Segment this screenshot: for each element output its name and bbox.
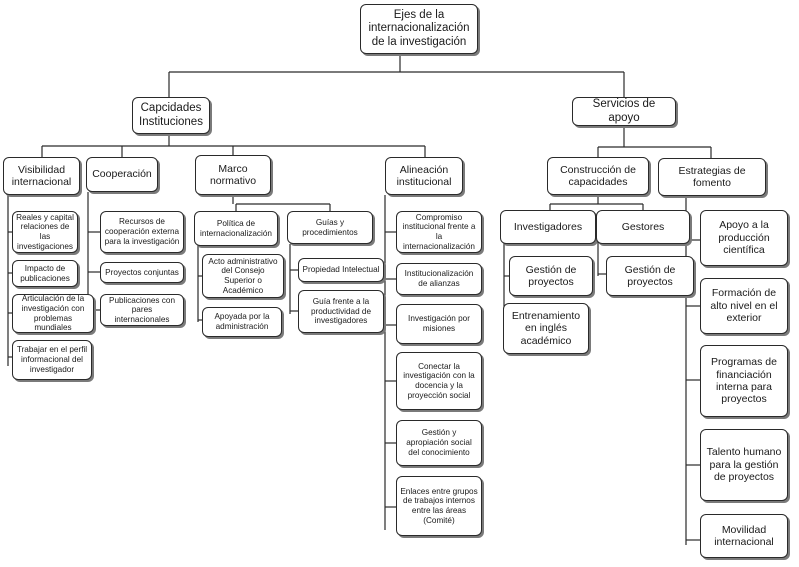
alineacion-item: Gestión y apropiación social del conocim… xyxy=(396,420,482,466)
cooperacion-item: Recursos de cooperación externa para la … xyxy=(100,211,184,253)
servicios-node: Servicios de apoyo xyxy=(572,97,676,126)
cooperacion-item: Proyectos conjuntas xyxy=(100,262,184,283)
guias-node: Guías y procedimientos xyxy=(287,211,373,244)
investigadores-node: Investigadores xyxy=(500,210,596,244)
investigadores-item: Entrenamiento en inglés académico xyxy=(503,303,589,354)
visibilidad-node: Visibilidad internacional xyxy=(3,157,80,195)
guias-item: Propiedad Intelectual xyxy=(298,258,384,282)
alineacion-item: Conectar la investigación con la docenci… xyxy=(396,352,482,410)
alineacion-node: Alineación institucional xyxy=(385,157,463,195)
cooperacion-node: Cooperación xyxy=(86,157,158,192)
investigadores-item: Gestión de proyectos xyxy=(509,256,593,296)
estrategias-item: Formación de alto nivel en el exterior xyxy=(700,278,788,334)
construccion-node: Construcción de capacidades xyxy=(547,157,649,195)
visibilidad-item: Impacto de publicaciones xyxy=(12,260,78,287)
estrategias-item: Apoyo a la producción científica xyxy=(700,210,788,266)
visibilidad-item: Trabajar en el perfil informacional del … xyxy=(12,340,92,380)
estrategias-node: Estrategias de fomento xyxy=(658,158,766,196)
cooperacion-item: Publicaciones con pares internacionales xyxy=(100,294,184,326)
politica-node: Política de internacionalización xyxy=(194,211,278,246)
estrategias-item: Movilidad internacional xyxy=(700,514,788,558)
estrategias-item: Talento humano para la gestión de proyec… xyxy=(700,429,788,501)
visibilidad-item: Reales y capital relaciones de las inves… xyxy=(12,211,78,253)
capacidades-node: Capcidades Instituciones xyxy=(132,97,210,134)
marco-node: Marco normativo xyxy=(195,155,271,195)
alineacion-item: Institucionalización de alianzas xyxy=(396,263,482,295)
politica-item: Acto administrativo del Consejo Superior… xyxy=(202,254,284,298)
gestores-node: Gestores xyxy=(596,210,690,244)
politica-item: Apoyada por la administración xyxy=(202,307,282,337)
alineacion-item: Enlaces entre grupos de trabajos interno… xyxy=(396,476,482,536)
root-node: Ejes de la internacionalización de la in… xyxy=(360,4,478,54)
guias-item: Guía frente a la productividad de invest… xyxy=(298,290,384,333)
visibilidad-item: Articulación de la investigación con pro… xyxy=(12,294,94,333)
gestores-item: Gestión de proyectos xyxy=(606,256,694,296)
estrategias-item: Programas de financiación interna para p… xyxy=(700,345,788,417)
alineacion-item: Investigación por misiones xyxy=(396,304,482,344)
alineacion-item: Compromiso institucional frente a la int… xyxy=(396,211,482,253)
